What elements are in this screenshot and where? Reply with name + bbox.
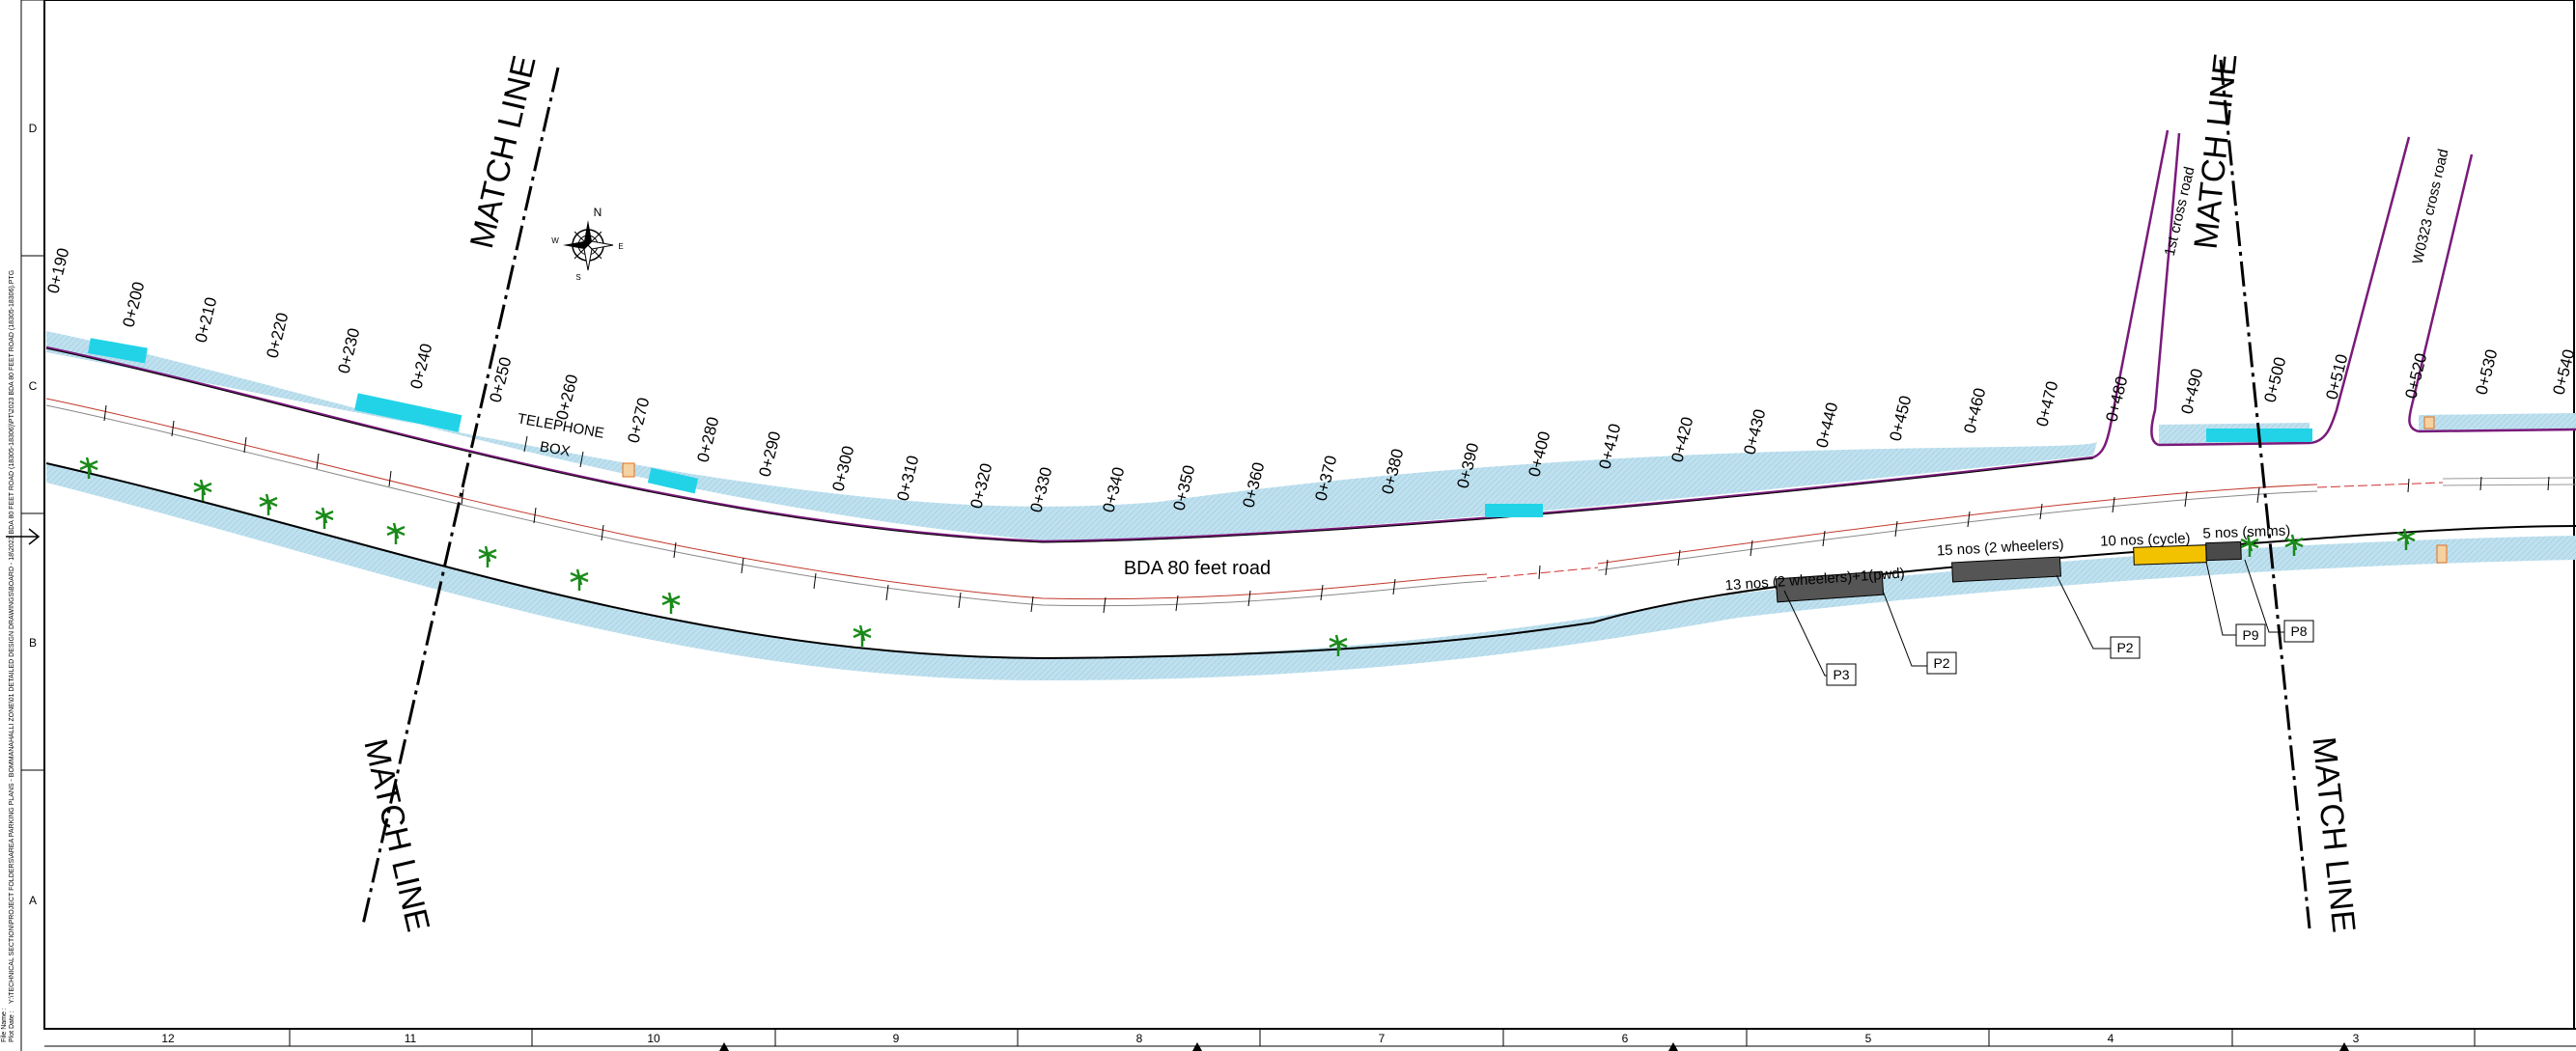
grid-column-label: 9 bbox=[893, 1032, 900, 1045]
tag-p8: P8 bbox=[2290, 623, 2307, 639]
south-label: S bbox=[575, 273, 580, 282]
north-curb-line bbox=[45, 346, 2094, 543]
parking-note-p8: 5 nos (smms) bbox=[2202, 522, 2290, 541]
grid-column-label: 3 bbox=[2353, 1032, 2360, 1045]
grid-column-label: 5 bbox=[1865, 1032, 1872, 1045]
chainage-label: 0+310 bbox=[893, 454, 922, 503]
chainage-label: 0+450 bbox=[1886, 394, 1915, 443]
plot-stamp: Y:\TECHNICAL SECTION\PROJECT FOLDERS\ARE… bbox=[2, 174, 19, 1042]
median-line bbox=[45, 398, 2576, 614]
grid-row-label: B bbox=[29, 636, 37, 650]
grid-column-labels: 12 11 10 9 8 7 6 5 4 3 bbox=[161, 1029, 2476, 1051]
utility-marker bbox=[2436, 544, 2448, 564]
plot-stamp-svg: Y:\TECHNICAL SECTION\PROJECT FOLDERS\ARE… bbox=[9, 270, 15, 1004]
chainage-label: 0+200 bbox=[119, 280, 148, 329]
grid-column-label: 4 bbox=[2108, 1032, 2114, 1045]
cross-road-name: W0323 cross road bbox=[2410, 148, 2452, 265]
south-footpath bbox=[46, 463, 2576, 680]
tag-p3: P3 bbox=[1833, 667, 1849, 682]
chainage-label: 0+500 bbox=[2260, 355, 2289, 404]
chainage-label: 0+460 bbox=[1960, 386, 1989, 435]
chainage-label: 0+190 bbox=[43, 246, 72, 295]
cross-road-curbs bbox=[2092, 129, 2474, 459]
chainage-label: 0+520 bbox=[2401, 351, 2430, 401]
match-line-label: MATCH LINE bbox=[463, 52, 544, 252]
grid-column-label: 8 bbox=[1136, 1032, 1143, 1045]
south-curb-line bbox=[45, 462, 2576, 660]
tag-p2: P2 bbox=[1933, 655, 1949, 671]
chainage-label: 0+440 bbox=[1812, 401, 1841, 450]
chainage-label: 0+240 bbox=[406, 342, 435, 391]
plot-stamp-path: Y:\TECHNICAL SECTION\PROJECT FOLDERS\ARE… bbox=[9, 270, 15, 1004]
chainage-label: 0+490 bbox=[2177, 367, 2206, 416]
match-line-label: MATCH LINE bbox=[2188, 52, 2245, 251]
parking-bays bbox=[1775, 540, 2242, 603]
grid-row-label: A bbox=[29, 894, 37, 907]
north-footpath-far-east bbox=[2419, 413, 2576, 432]
trees bbox=[79, 456, 2416, 656]
chainage-labels: 0+190 0+200 0+210 0+220 0+230 0+240 0+25… bbox=[43, 246, 2576, 514]
tag-p2-second: P2 bbox=[2116, 640, 2133, 655]
chainage-label: 0+260 bbox=[552, 373, 581, 422]
parking-tags: P3 P2 P2 P9 P8 bbox=[1826, 620, 2314, 686]
plot-date-label: Plot Date : bbox=[9, 1010, 15, 1042]
chainage-label: 0+480 bbox=[2102, 374, 2131, 424]
grid-row-labels: D C B A bbox=[29, 122, 38, 907]
north-footpath bbox=[46, 331, 2097, 540]
chainage-label: 0+530 bbox=[2472, 347, 2501, 397]
chainage-label: 0+230 bbox=[334, 326, 363, 375]
chainage-label: 0+280 bbox=[693, 415, 722, 464]
tag-p9: P9 bbox=[2242, 627, 2258, 643]
parking-note-p2: 15 nos (2 wheelers) bbox=[1937, 537, 2064, 560]
chainage-label: 0+430 bbox=[1740, 407, 1769, 456]
east-label: E bbox=[618, 242, 623, 251]
telephone-box-sublabel: BOX bbox=[539, 438, 572, 459]
chainage-label: 0+470 bbox=[2032, 379, 2061, 429]
chainage-label: 0+540 bbox=[2549, 347, 2576, 397]
north-arrow-icon: N S E W bbox=[551, 206, 623, 282]
chainage-label: 0+270 bbox=[624, 396, 653, 445]
grid-column-label: 6 bbox=[1622, 1032, 1629, 1045]
chainage-label: 0+290 bbox=[755, 429, 784, 479]
grid-column-label: 7 bbox=[1379, 1032, 1386, 1045]
north-label: N bbox=[594, 206, 602, 219]
chainage-label: 0+510 bbox=[2322, 352, 2351, 401]
grid-row-label: D bbox=[29, 122, 38, 135]
parking-note-p9: 10 nos (cycle) bbox=[2100, 530, 2191, 549]
grid-column-label: 10 bbox=[647, 1032, 660, 1045]
drawing-border bbox=[6, 0, 2576, 1051]
grid-column-label: 11 bbox=[405, 1032, 417, 1045]
road-name: BDA 80 feet road bbox=[1124, 558, 1271, 579]
west-label: W bbox=[551, 236, 559, 245]
match-lines bbox=[361, 59, 2311, 929]
chainage-label: 0+300 bbox=[828, 444, 857, 493]
match-line-label: MATCH LINE bbox=[2305, 735, 2362, 934]
file-name-label: File Name : bbox=[1, 1008, 8, 1042]
grid-column-label: 12 bbox=[161, 1032, 175, 1045]
utility-marker bbox=[2423, 416, 2435, 429]
chainage-label: 0+210 bbox=[191, 295, 220, 345]
chainage-label: 0+220 bbox=[263, 311, 292, 360]
chainage-label: 0+320 bbox=[966, 461, 995, 511]
grid-row-label: C bbox=[29, 379, 38, 393]
